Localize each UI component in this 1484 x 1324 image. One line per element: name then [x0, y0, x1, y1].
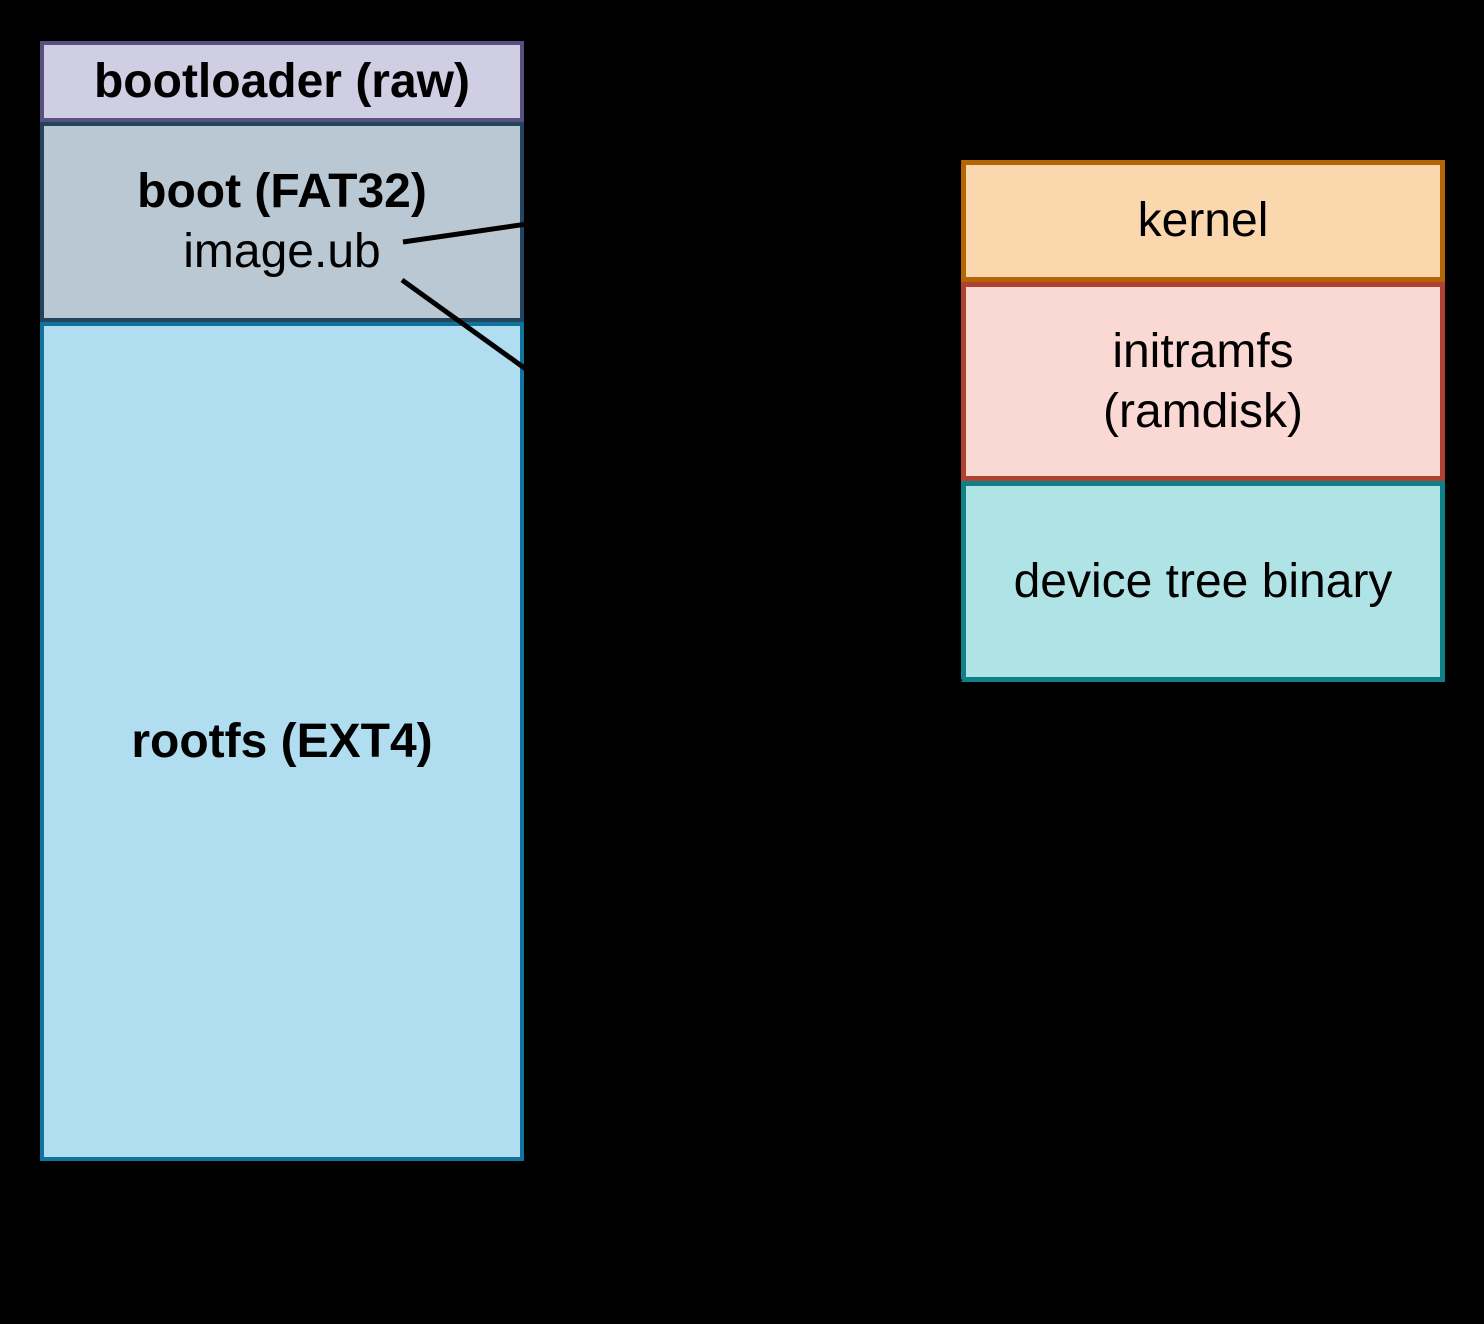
partition-boot: boot (FAT32) image.ub: [40, 122, 524, 322]
imageub-initramfs-label-line2: (ramdisk): [1103, 384, 1303, 438]
imageub-kernel: kernel: [961, 160, 1445, 282]
imageub-initramfs-label-line1: initramfs: [1112, 324, 1294, 378]
partition-bootloader-label: bootloader (raw): [93, 54, 470, 108]
imageub-device-tree-binary: device tree binary: [961, 481, 1445, 682]
partition-boot-file-label: image.ub: [183, 225, 381, 278]
imageub-initramfs: initramfs (ramdisk): [961, 282, 1445, 481]
partition-rootfs-label: rootfs (EXT4): [131, 714, 433, 768]
partition-bootloader: bootloader (raw): [40, 41, 524, 122]
imageub-device-tree-binary-label: device tree binary: [1013, 554, 1393, 608]
partition-rootfs: rootfs (EXT4): [40, 322, 524, 1161]
partition-boot-label: boot (FAT32): [137, 165, 427, 218]
imageub-kernel-label: kernel: [1137, 194, 1269, 247]
